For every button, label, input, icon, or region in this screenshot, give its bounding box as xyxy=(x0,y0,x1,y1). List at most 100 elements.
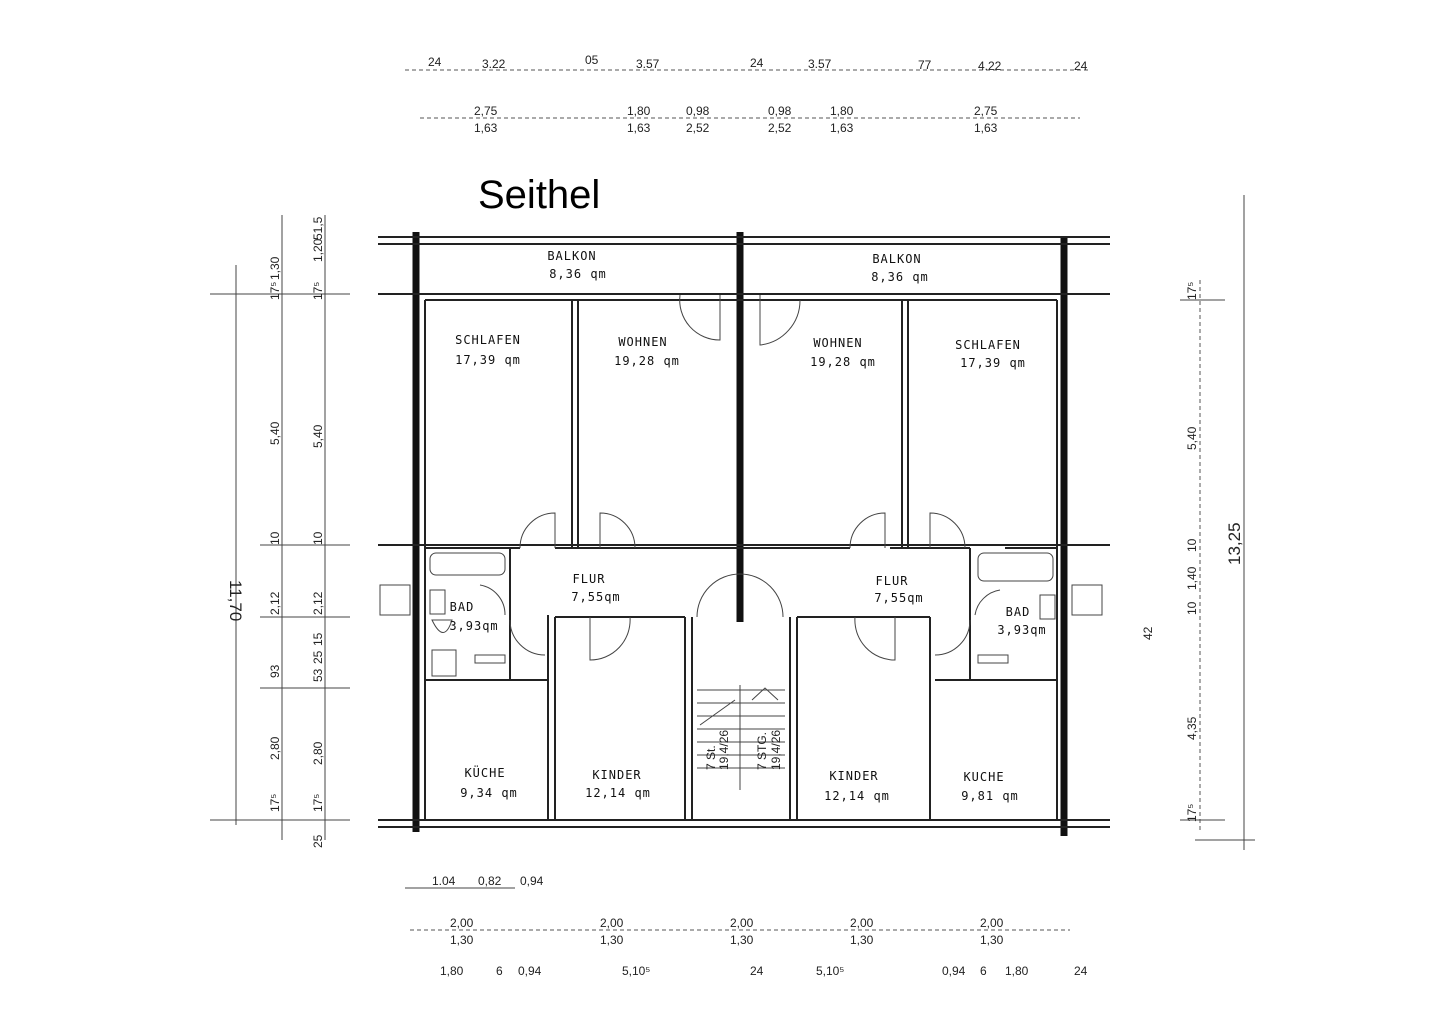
dim-label: 1,80 xyxy=(1005,964,1029,978)
dim-label: 5,40 xyxy=(311,424,325,448)
dim-label: 1,30 xyxy=(450,933,474,947)
room-area: 7,55qm xyxy=(571,590,620,604)
room-name: SCHLAFEN xyxy=(955,338,1021,352)
dim-label: 10 xyxy=(1185,538,1199,552)
dim-label: 2,75 xyxy=(974,104,998,118)
dim-label: 1,63 xyxy=(830,121,854,135)
dim-label: 2,80 xyxy=(311,741,325,765)
dim-label: 3.57 xyxy=(636,57,660,71)
staircase: 7 St. 19,4/26 7 STG. 19,4/26 xyxy=(697,685,785,790)
dim-label: 0,94 xyxy=(942,964,966,978)
dim-label: 2,00 xyxy=(600,916,624,930)
dim-label: 2,52 xyxy=(768,121,792,135)
dim-label: 10 xyxy=(311,531,325,545)
dim-label: 0,94 xyxy=(518,964,542,978)
dim-label: 2,00 xyxy=(450,916,474,930)
room-name: WOHNEN xyxy=(813,336,862,350)
room-area: 9,81 qm xyxy=(961,789,1019,803)
dim-label: 17⁵ xyxy=(268,794,282,812)
room-area: 12,14 qm xyxy=(585,786,651,800)
room-name: FLUR xyxy=(573,572,606,586)
dim-label: 17⁵ xyxy=(268,282,282,300)
dim-total: 13,25 xyxy=(1225,522,1244,565)
room-area: 12,14 qm xyxy=(824,789,890,803)
stair-label-left: 7 St. xyxy=(704,745,718,770)
dim-label: 24 xyxy=(1074,964,1088,978)
room-name: BALKON xyxy=(872,252,921,266)
bathroom-fixtures xyxy=(379,552,1103,677)
dim-label: 24 xyxy=(750,56,764,70)
dim-label: 0,98 xyxy=(686,104,710,118)
room-area: 3,93qm xyxy=(997,623,1046,637)
top-dimensions: 24 3.22 05 3.57 24 3.57 77 4.22 24 2,75 … xyxy=(405,53,1090,135)
room-area: 8,36 qm xyxy=(871,270,929,284)
dim-label: 4.22 xyxy=(978,59,1002,73)
dim-label: 1,30 xyxy=(268,256,282,280)
dim-label: 1,80 xyxy=(627,104,651,118)
room-name: WOHNEN xyxy=(618,335,667,349)
dim-label: 25 xyxy=(311,650,325,664)
dim-label: 1,63 xyxy=(627,121,651,135)
dim-label: 1,30 xyxy=(600,933,624,947)
dim-label: 2,52 xyxy=(686,121,710,135)
dim-label: 1,30 xyxy=(730,933,754,947)
dim-label: 24 xyxy=(1074,59,1088,73)
dim-label: 17⁵ xyxy=(311,794,325,812)
dim-label: 24 xyxy=(750,964,764,978)
room-area: 19,28 qm xyxy=(614,354,680,368)
stair-ratio-right: 19,4/26 xyxy=(769,730,783,770)
dim-label: 42 xyxy=(1141,626,1155,640)
dim-label: 17⁵ xyxy=(1185,804,1199,822)
dim-label: 5,40 xyxy=(268,421,282,445)
room-name: KÜCHE xyxy=(464,764,505,780)
dim-label: 77 xyxy=(918,58,932,72)
dim-label: 25 xyxy=(311,834,325,848)
dim-label: 3.57 xyxy=(808,57,832,71)
room-name: BALKON xyxy=(547,249,596,263)
room-name: BAD xyxy=(1006,605,1031,619)
room-area: 8,36 qm xyxy=(549,267,607,281)
dim-label: 2,00 xyxy=(980,916,1004,930)
room-name: BAD xyxy=(450,600,475,614)
dim-label: 1,80 xyxy=(830,104,854,118)
dim-label: 0,94 xyxy=(520,874,544,888)
dim-label: 6 xyxy=(980,964,987,978)
walls xyxy=(378,232,1110,836)
stair-label-right: 7 STG. xyxy=(755,732,769,770)
dim-label: 5,40 xyxy=(1185,426,1199,450)
dim-label: 17⁵ xyxy=(311,282,325,300)
dim-label: 0,98 xyxy=(768,104,792,118)
dim-label: 2,75 xyxy=(474,104,498,118)
dim-label: 10 xyxy=(268,531,282,545)
dim-label: 6 xyxy=(496,964,503,978)
room-name: SCHLAFEN xyxy=(455,333,521,347)
door-swings xyxy=(479,294,1001,661)
dim-label: 15 xyxy=(311,632,325,646)
room-labels: BALKON 8,36 qm BALKON 8,36 qm SCHLAFEN 1… xyxy=(449,249,1046,803)
dim-label: 1,63 xyxy=(474,121,498,135)
dim-total: 11,70 xyxy=(226,580,245,621)
room-area: 19,28 qm xyxy=(810,355,876,369)
dim-label: 24 xyxy=(428,55,442,69)
dim-label: 5,10⁵ xyxy=(622,964,650,978)
dim-label: 51,5 xyxy=(311,216,325,240)
room-area: 9,34 qm xyxy=(460,786,518,800)
dim-label: 05 xyxy=(585,53,599,67)
bottom-dimensions: 1.04 0,82 0,94 2,00 1,30 2,00 1,30 2,00 … xyxy=(405,874,1088,978)
dim-label: 1,30 xyxy=(980,933,1004,947)
room-area: 3,93qm xyxy=(449,619,498,633)
room-name: KUCHE xyxy=(963,770,1004,784)
room-area: 17,39 qm xyxy=(960,356,1026,370)
left-dimensions: 11,70 1,30 17⁵ 5,40 10 2,12 93 2,80 17⁵ … xyxy=(210,215,350,848)
dim-label: 1,63 xyxy=(974,121,998,135)
dim-label: 1,40 xyxy=(1185,566,1199,590)
dim-label: 2,00 xyxy=(730,916,754,930)
dim-label: 17⁵ xyxy=(1185,282,1199,300)
room-name: KINDER xyxy=(592,768,641,782)
dim-label: 93 xyxy=(268,664,282,678)
dim-label: 3.22 xyxy=(482,57,506,71)
dim-label: 2,80 xyxy=(268,736,282,760)
right-dimensions: 13,25 17⁵ 5,40 10 1,40 10 42 4,35 17⁵ xyxy=(1141,195,1255,850)
dim-label: 1,80 xyxy=(440,964,464,978)
